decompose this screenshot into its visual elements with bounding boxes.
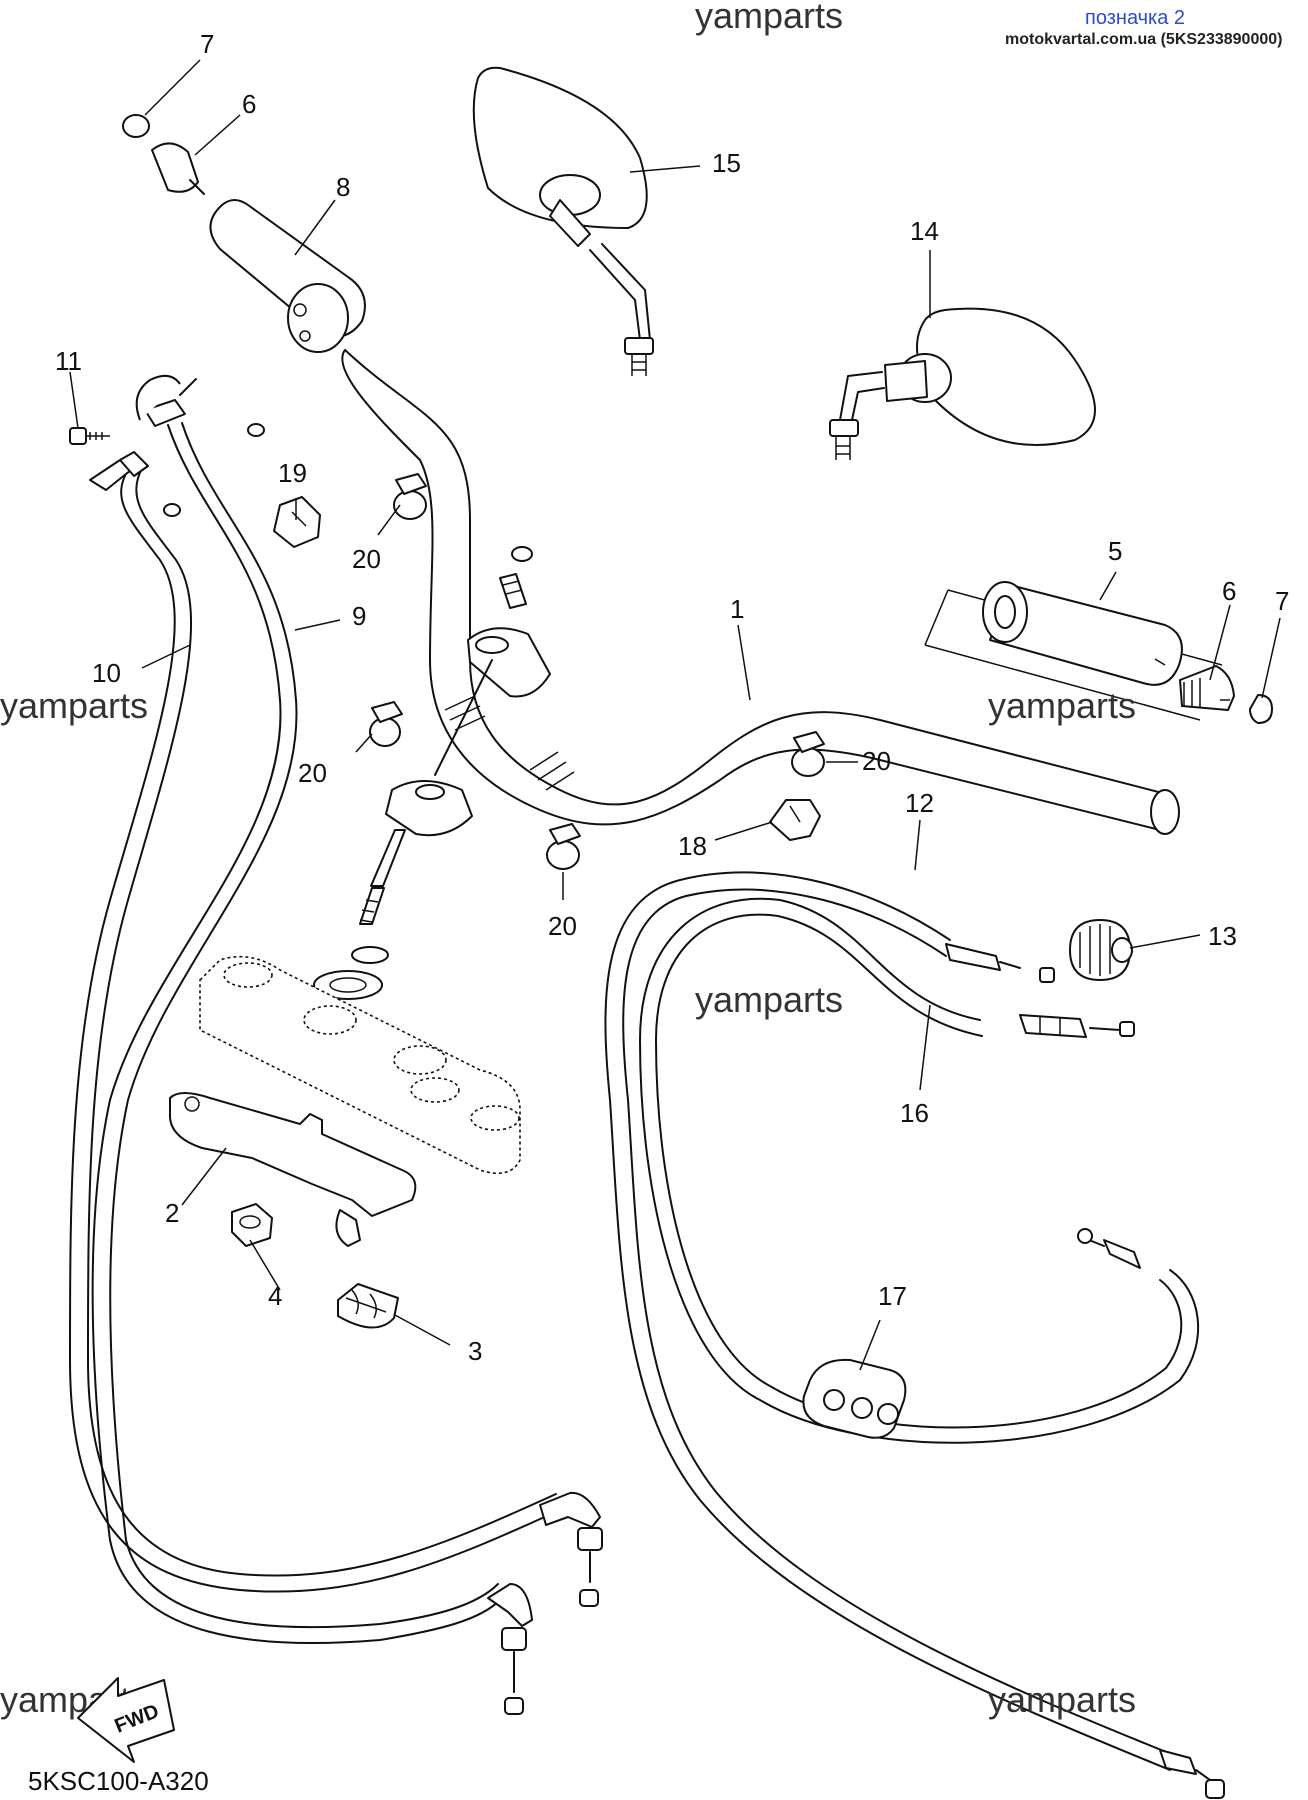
bar-end-cap-7-icon — [122, 114, 150, 138]
clamp-20d-icon — [546, 823, 581, 870]
right-grip-group — [924, 581, 1273, 724]
clamp-18-icon — [769, 799, 821, 841]
watermark-bottom-right: yamparts — [988, 1679, 1136, 1720]
bar-end-weight-6b-icon — [1179, 665, 1235, 711]
callout-7a[interactable]: 7 — [200, 29, 214, 59]
cable-bracket-2 — [169, 1092, 417, 1247]
callout-9[interactable]: 9 — [352, 601, 366, 631]
cable-guide-17-icon — [802, 1358, 907, 1439]
watermark-center: yamparts — [695, 979, 843, 1020]
callout-2[interactable]: 2 — [165, 1198, 179, 1228]
diagram-code: 5KSC100-A320 — [28, 1766, 209, 1796]
callout-11[interactable]: 11 — [55, 346, 82, 376]
callout-labels: 7 6 8 15 14 11 19 20 9 10 1 5 6 7 20 20 … — [55, 29, 1289, 1366]
source-label: motokvartal.com.ua (5KS233890000) — [1005, 31, 1282, 48]
throttle-cable-9 — [91, 374, 501, 1645]
clamp-20a-icon — [393, 473, 427, 520]
callout-6b[interactable]: 6 — [1222, 576, 1236, 606]
callout-18[interactable]: 18 — [678, 831, 707, 861]
throttle-grip-5-icon — [989, 584, 1183, 686]
handlebar-holder-group — [313, 546, 551, 1000]
callout-20c[interactable]: 20 — [298, 758, 327, 788]
callout-20d[interactable]: 20 — [548, 911, 577, 941]
callout-12[interactable]: 12 — [905, 788, 934, 818]
callout-16[interactable]: 16 — [900, 1098, 929, 1128]
fwd-arrow-icon: FWD — [77, 1677, 175, 1763]
clip-3-icon — [337, 1283, 399, 1329]
cable-16 — [639, 897, 1200, 1444]
clamp-20b-icon — [369, 701, 403, 747]
callout-8[interactable]: 8 — [336, 172, 350, 202]
cable-12 — [604, 871, 1225, 1799]
callout-13[interactable]: 13 — [1208, 921, 1237, 951]
lower-holder-icon — [385, 780, 473, 837]
watermark-left: yamparts — [0, 685, 148, 726]
callout-10[interactable]: 10 — [92, 658, 121, 688]
badge-label[interactable]: позначка 2 — [1085, 7, 1185, 29]
upper-bracket-dashed — [199, 955, 521, 1175]
left-grip-flange-icon — [287, 283, 349, 353]
callout-15[interactable]: 15 — [712, 148, 741, 178]
callout-6a[interactable]: 6 — [242, 89, 256, 119]
right-mirror-14 — [829, 307, 1096, 460]
watermark-top: yamparts — [695, 0, 843, 36]
watermarks: yamparts yamparts yamparts yamparts yamp… — [0, 685, 1136, 1720]
callout-1[interactable]: 1 — [730, 594, 744, 624]
clamp-20c-icon — [791, 731, 825, 777]
callout-17[interactable]: 17 — [878, 1281, 907, 1311]
callout-20a[interactable]: 20 — [352, 544, 381, 574]
leader-lines — [69, 59, 1281, 1371]
callout-5[interactable]: 5 — [1108, 536, 1122, 566]
callout-3[interactable]: 3 — [468, 1336, 482, 1366]
bar-end-cap-7b-icon — [1249, 694, 1273, 724]
adjuster-13-icon — [1069, 919, 1133, 981]
bar-end-weight-6-icon — [151, 142, 199, 193]
left-grip-group — [122, 114, 366, 353]
cable-ends-lower — [487, 1491, 603, 1715]
left-mirror-15 — [472, 66, 654, 376]
callout-14[interactable]: 14 — [910, 216, 939, 246]
clamp-19-icon — [273, 496, 321, 548]
watermark-right: yamparts — [988, 685, 1136, 726]
nut-4-icon — [231, 1203, 273, 1247]
throttle-cable-10 — [69, 451, 561, 1593]
callout-20b[interactable]: 20 — [862, 746, 891, 776]
screw-11-icon — [69, 427, 110, 445]
callout-4[interactable]: 4 — [268, 1281, 282, 1311]
callout-7b[interactable]: 7 — [1275, 586, 1289, 616]
callout-19[interactable]: 19 — [278, 458, 307, 488]
